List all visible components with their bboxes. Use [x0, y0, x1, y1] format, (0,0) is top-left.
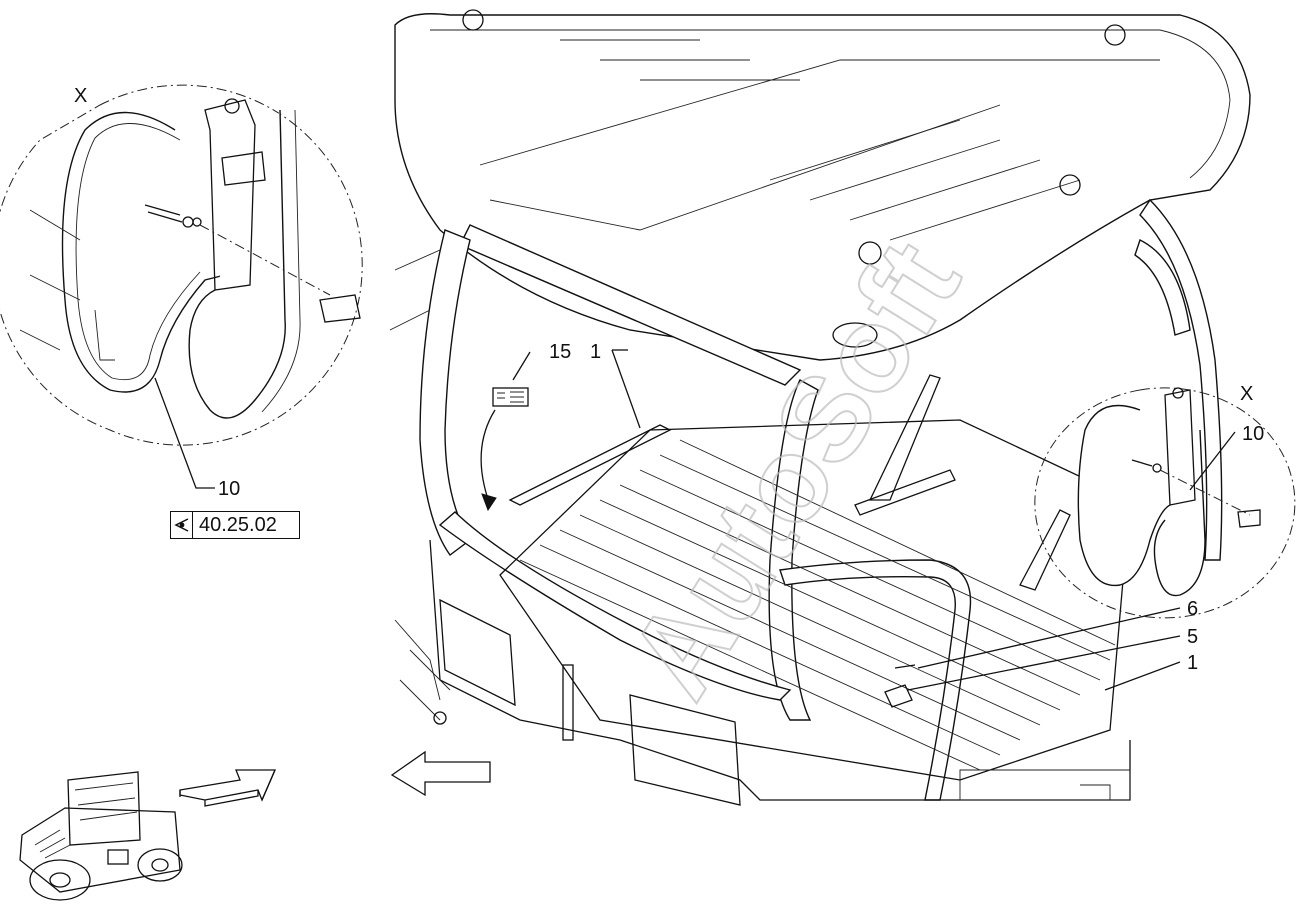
decal-icon: [492, 387, 529, 407]
direction-arrow-icon: [390, 750, 491, 797]
part-15-placement-arrow: [480, 409, 496, 506]
eye-reference-icon: [171, 512, 193, 538]
part-10-right-label: 10: [1242, 423, 1264, 445]
part-1-top-leader: [611, 349, 641, 429]
detail-view-right-label: X: [1240, 383, 1253, 405]
part-5-leader: [907, 635, 1181, 691]
arrowhead-icon: [481, 493, 497, 512]
part-6-leader: [917, 607, 1181, 669]
view-direction-arrow-icon: [179, 769, 276, 802]
section-reference-link[interactable]: 40.25.02: [170, 511, 300, 539]
part-15-label: 15: [549, 341, 571, 363]
detail-view-left: [0, 84, 363, 446]
part-10-left-leader: [154, 377, 215, 489]
detail-view-left-label: X: [74, 85, 87, 107]
part-1-bottom-leader: [1104, 661, 1181, 691]
section-reference-code: 40.25.02: [199, 513, 277, 536]
part-1-bottom-label: 1: [1187, 652, 1198, 674]
part-5-label: 5: [1187, 626, 1198, 648]
part-6-label: 6: [1187, 598, 1198, 620]
machine-thumbnail: [19, 771, 183, 901]
part-10-left-label: 10: [218, 478, 240, 500]
part-1-top-label: 1: [590, 341, 601, 363]
part-15-leader: [512, 351, 531, 381]
cab-assembly: [389, 9, 1251, 806]
part-10-right-leader: [1189, 431, 1236, 491]
detail-view-right: [1034, 387, 1296, 619]
